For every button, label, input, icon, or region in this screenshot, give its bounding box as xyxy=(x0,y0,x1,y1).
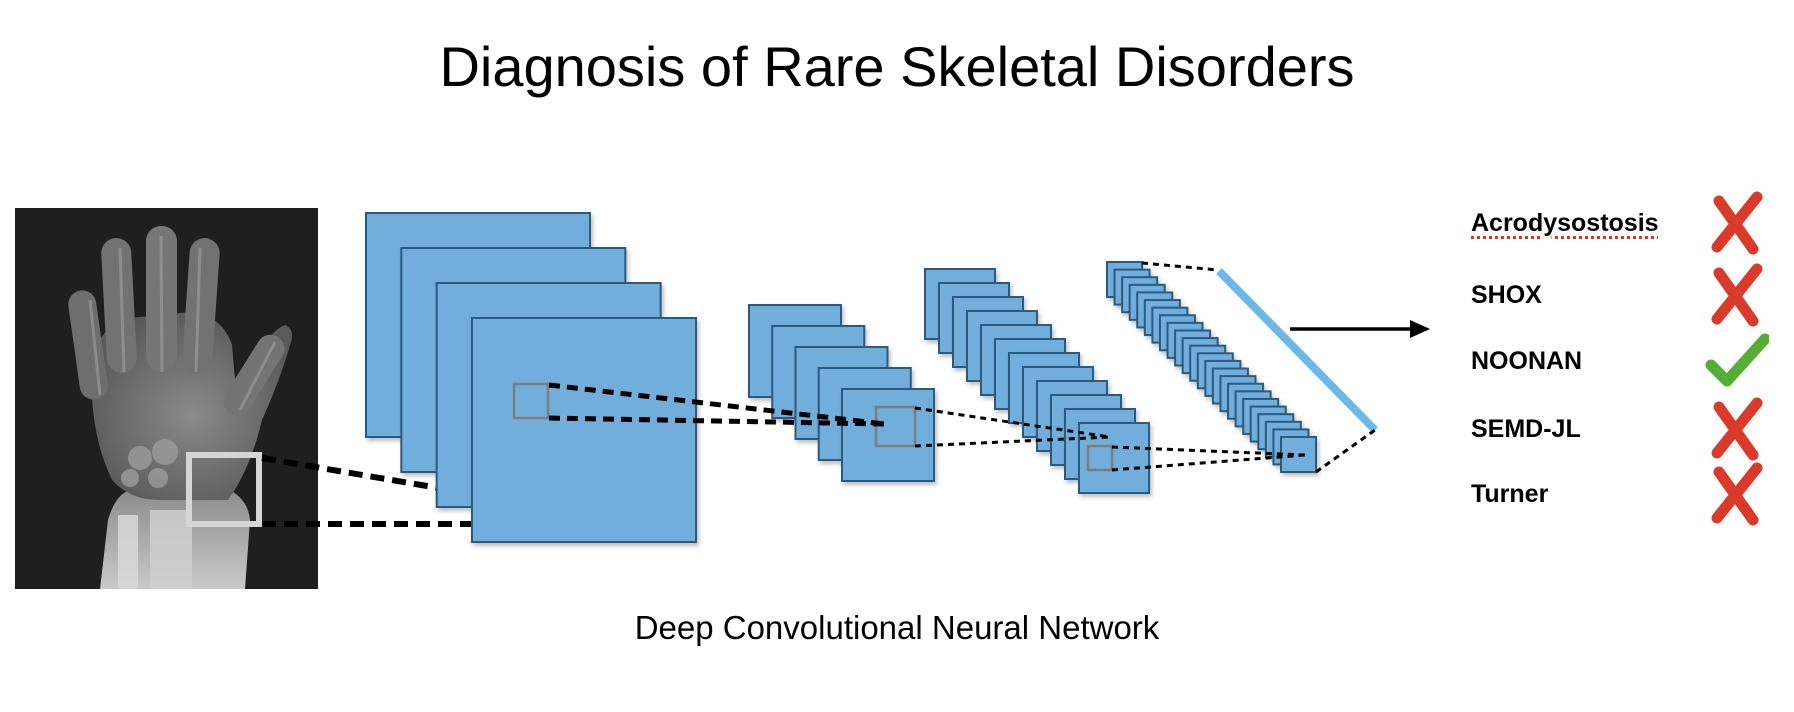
cross-icon xyxy=(1705,191,1769,255)
cross-icon xyxy=(1705,397,1769,461)
checkmark-icon xyxy=(1705,329,1771,393)
connector-layer4-fc xyxy=(1141,261,1219,272)
conv-layer-1 xyxy=(365,212,697,543)
output-arrow xyxy=(1290,320,1430,338)
connector-layer1-layer2 xyxy=(548,382,886,427)
connector-layer4-fc xyxy=(1315,428,1376,474)
output-label-semd-jl: SEMD-JL xyxy=(1471,415,1581,443)
conv-layer-4 xyxy=(1106,261,1317,473)
receptive-field-box xyxy=(512,382,550,420)
output-label-shox: SHOX xyxy=(1471,281,1542,309)
feature-map xyxy=(471,317,697,543)
output-label-noonan: NOONAN xyxy=(1471,347,1583,375)
page-title: Diagnosis of Rare Skeletal Disorders xyxy=(439,35,1355,98)
output-label-turner: Turner xyxy=(1471,480,1549,508)
conv-layer-2 xyxy=(748,304,935,482)
fully-connected-layer xyxy=(1216,268,1378,433)
xray-highlight-box xyxy=(186,452,262,527)
receptive-field-box xyxy=(1086,444,1114,472)
conv-layer-3 xyxy=(924,268,1150,494)
diagram-caption: Deep Convolutional Neural Network xyxy=(634,609,1160,646)
cross-icon xyxy=(1705,462,1769,526)
connector-layer1-layer2 xyxy=(548,415,886,427)
cross-icon xyxy=(1705,263,1769,327)
receptive-field-box xyxy=(874,405,917,448)
feature-map xyxy=(841,388,935,482)
output-label-acrodysostosis: Acrodysostosis xyxy=(1471,209,1659,237)
connectors xyxy=(548,261,1376,474)
hand-xray-image xyxy=(15,208,318,589)
